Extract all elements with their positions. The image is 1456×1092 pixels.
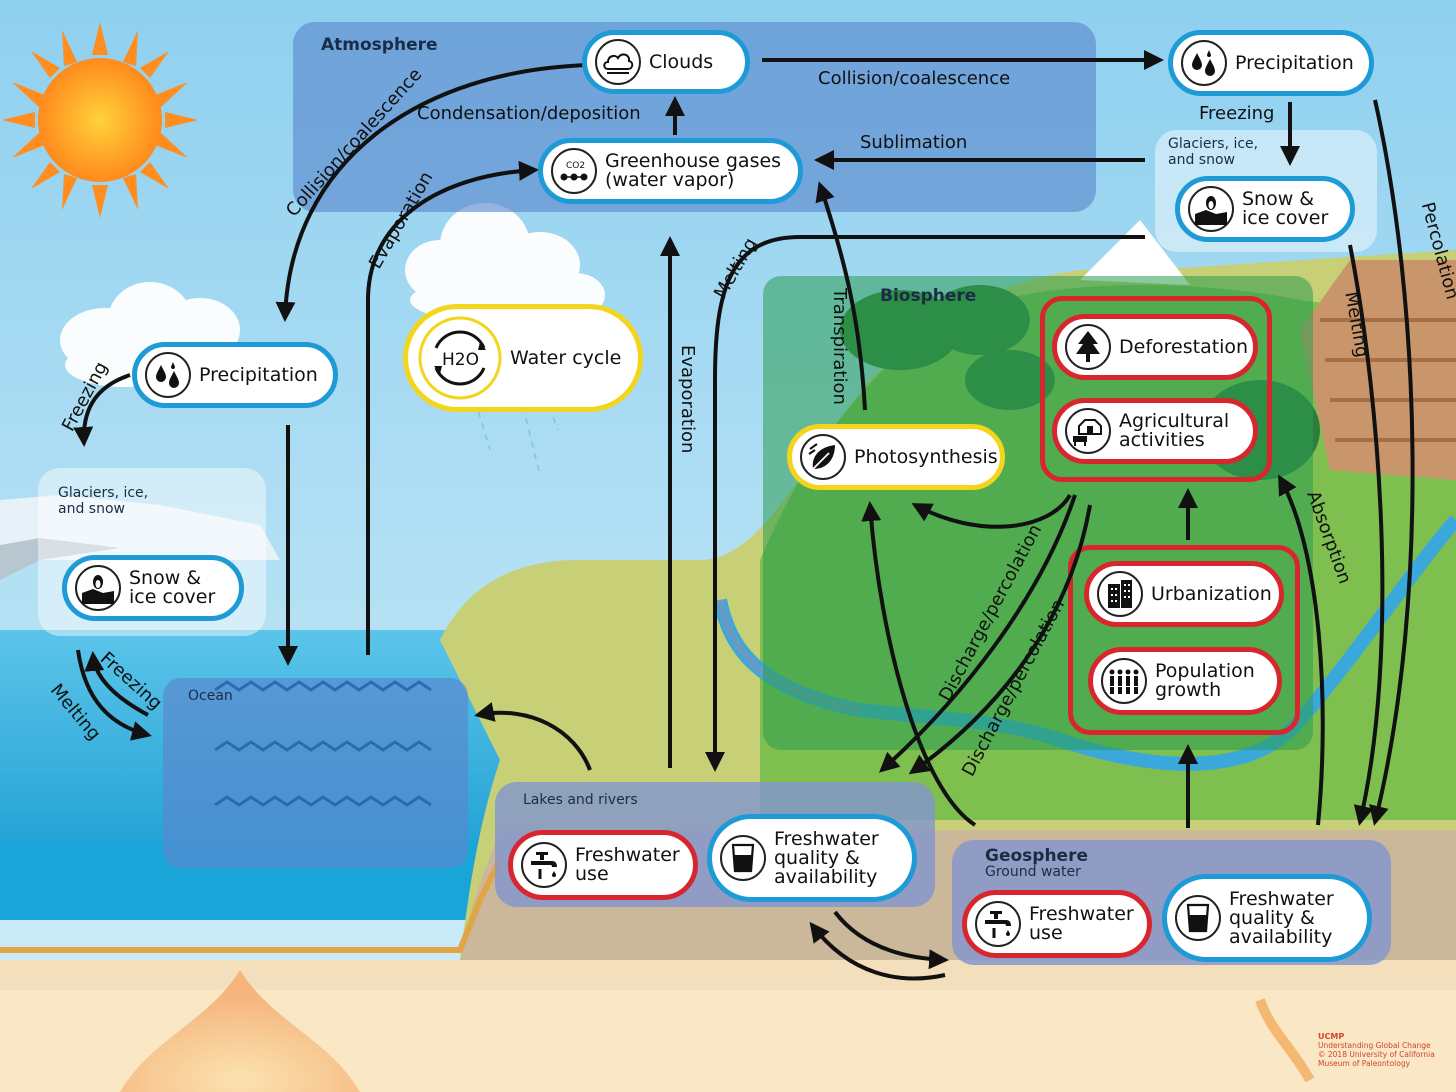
- building-icon: [1097, 571, 1143, 617]
- co2-text: CO2: [566, 161, 585, 171]
- people-icon: [1101, 658, 1147, 704]
- tree-icon: [1065, 324, 1111, 370]
- urbanization-node[interactable]: Urbanization: [1084, 561, 1284, 627]
- precipitation-left-node[interactable]: Precipitation: [132, 342, 338, 408]
- clouds-label: Clouds: [649, 50, 714, 73]
- penguin-ice-icon: [75, 565, 121, 611]
- sun-icon: [2, 22, 198, 218]
- deforestation-node[interactable]: Deforestation: [1052, 314, 1258, 380]
- freshwater-quality-geo-node[interactable]: Freshwater quality & availability: [1162, 874, 1372, 962]
- credit-brand: UCMP: [1318, 1032, 1345, 1041]
- freshwater-quality-lakes-node[interactable]: Freshwater quality & availability: [707, 814, 917, 902]
- snow-left-node[interactable]: Snow & ice cover: [62, 555, 244, 621]
- snow-right-label: Snow & ice cover: [1242, 188, 1329, 229]
- label-transpiration: Transpiration: [829, 288, 850, 405]
- freshwater-use-geo-node[interactable]: Freshwater use: [962, 890, 1152, 958]
- biosphere-label: Biosphere: [880, 286, 977, 306]
- label-evaporation-lakes: Evaporation: [677, 345, 698, 454]
- raindrops-icon: [145, 352, 191, 398]
- water-glass-icon: [1175, 895, 1221, 941]
- label-freezing-right: Freezing: [1199, 103, 1275, 124]
- freshwater-use-lakes-node[interactable]: Freshwater use: [508, 830, 698, 900]
- leaf-icon: [800, 434, 846, 480]
- urbanization-label: Urbanization: [1151, 582, 1272, 605]
- water-glass-icon: [720, 835, 766, 881]
- population-label: Population growth: [1155, 660, 1255, 701]
- h2o-cycle-icon: H2O: [418, 316, 502, 400]
- photosynthesis-label: Photosynthesis: [854, 445, 998, 468]
- deforestation-label: Deforestation: [1119, 335, 1249, 358]
- label-sublimation: Sublimation: [860, 132, 968, 153]
- photosynthesis-node[interactable]: Photosynthesis: [787, 424, 1005, 490]
- co2-icon: CO2: [551, 148, 597, 194]
- label-collision-top: Collision/coalescence: [818, 68, 1011, 89]
- ocean-region: [163, 678, 468, 868]
- glaciers-left-label: Glaciers, ice, and snow: [58, 485, 149, 517]
- raindrops-icon: [1181, 40, 1227, 86]
- lakes-label: Lakes and rivers: [523, 792, 638, 808]
- cloud-icon: [595, 39, 641, 85]
- ocean-label: Ocean: [188, 688, 233, 704]
- freshwater-quality-lakes-label: Freshwater quality & availability: [774, 827, 879, 888]
- ghg-label: Greenhouse gases (water vapor): [605, 150, 782, 191]
- faucet-icon: [521, 842, 567, 888]
- label-condensation: Condensation/deposition: [417, 103, 641, 124]
- geosphere-sublabel: Ground water: [985, 864, 1081, 880]
- barn-cow-icon: [1065, 408, 1111, 454]
- precipitation-right-node[interactable]: Precipitation: [1168, 30, 1374, 96]
- h2o-text: H2O: [442, 350, 479, 370]
- freshwater-use-lakes-label: Freshwater use: [575, 844, 680, 885]
- agriculture-label: Agricultural activities: [1119, 410, 1230, 451]
- water-cycle-node[interactable]: H2O Water cycle: [403, 304, 643, 412]
- snow-right-node[interactable]: Snow & ice cover: [1175, 176, 1355, 242]
- faucet-icon: [975, 901, 1021, 947]
- freshwater-use-geo-label: Freshwater use: [1029, 903, 1134, 944]
- population-node[interactable]: Population growth: [1088, 647, 1282, 715]
- credit-line1: Understanding Global Change: [1318, 1041, 1431, 1050]
- water-cycle-label: Water cycle: [510, 346, 622, 369]
- glaciers-right-label: Glaciers, ice, and snow: [1168, 136, 1259, 168]
- ghg-node[interactable]: CO2 Greenhouse gases (water vapor): [538, 138, 803, 204]
- credit-line3: Museum of Paleontology: [1318, 1059, 1411, 1068]
- credit-line2: © 2018 University of California: [1318, 1050, 1435, 1059]
- credit-block: UCMP Understanding Global Change © 2018 …: [1318, 1032, 1435, 1068]
- freshwater-quality-geo-label: Freshwater quality & availability: [1229, 887, 1334, 948]
- geosphere-label: Geosphere: [985, 846, 1088, 866]
- penguin-ice-icon: [1188, 186, 1234, 232]
- atmosphere-label: Atmosphere: [321, 35, 438, 55]
- snow-left-label: Snow & ice cover: [129, 567, 216, 608]
- precipitation-left-label: Precipitation: [199, 363, 318, 386]
- agriculture-node[interactable]: Agricultural activities: [1052, 398, 1258, 464]
- precipitation-right-label: Precipitation: [1235, 51, 1354, 74]
- clouds-node[interactable]: Clouds: [582, 30, 750, 94]
